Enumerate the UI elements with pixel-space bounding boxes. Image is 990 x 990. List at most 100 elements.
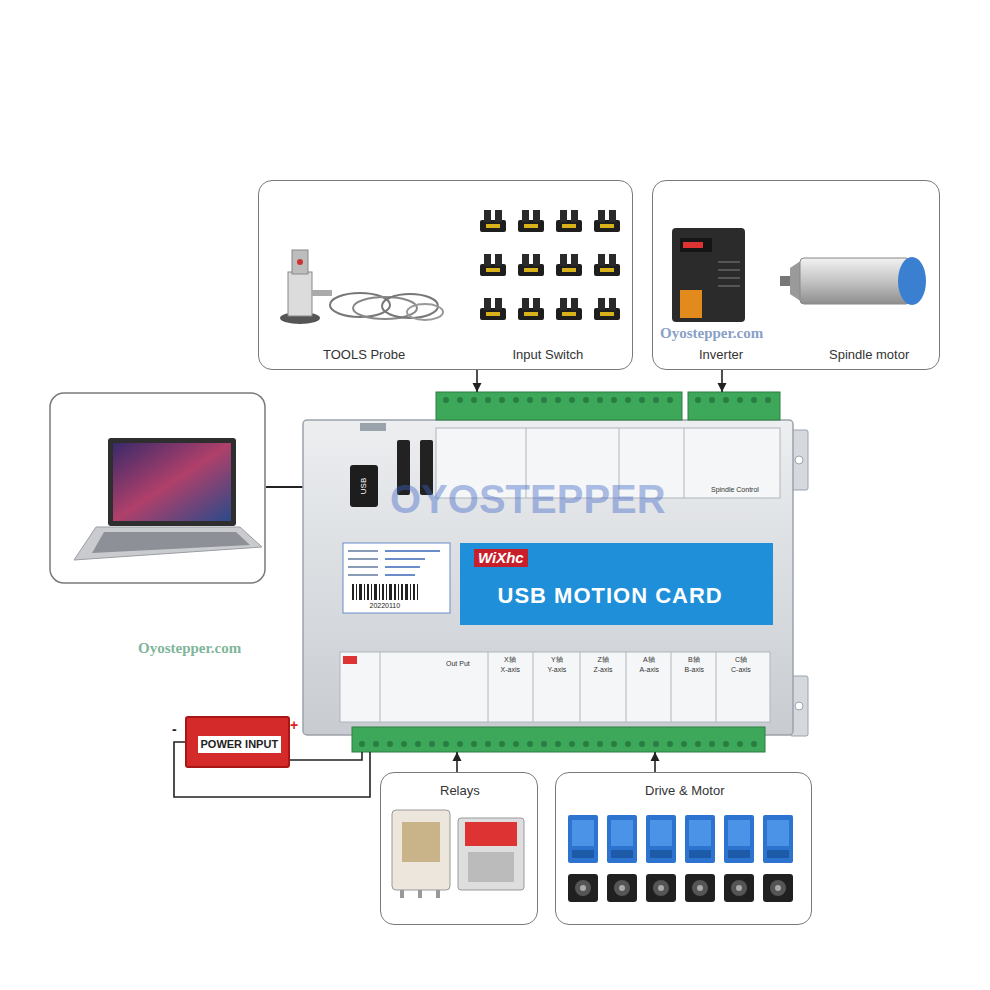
probe-illustration xyxy=(280,250,443,324)
terminal-blocks xyxy=(737,741,743,747)
terminal-blocks xyxy=(541,741,547,747)
motion-card-body xyxy=(580,652,581,722)
driver-illustration xyxy=(568,815,793,902)
peripheral-box: InverterSpindle motor xyxy=(652,180,940,370)
node-text: WiXhc xyxy=(474,549,528,567)
probe-illustration xyxy=(312,290,332,296)
axis-label: Y-axis xyxy=(548,666,567,674)
product-sticker xyxy=(364,584,365,600)
product-sticker xyxy=(348,558,378,560)
relay-illustration xyxy=(400,890,404,898)
spindle-illustration xyxy=(780,257,926,305)
terminal-blocks xyxy=(751,741,757,747)
node-text: POWER INPUT xyxy=(198,736,282,753)
product-sticker xyxy=(410,584,411,600)
terminal-blocks xyxy=(667,741,673,747)
axis-label: A-axis xyxy=(640,666,659,674)
terminal-blocks xyxy=(527,397,533,403)
terminal-label: Spindle Control xyxy=(711,486,759,494)
product-sticker xyxy=(385,566,420,568)
terminal-blocks xyxy=(709,397,715,403)
node-text: USB MOTION CARD xyxy=(498,583,723,609)
input-switches xyxy=(594,298,620,320)
driver-illustration xyxy=(724,815,754,863)
motion-card-body xyxy=(671,652,672,722)
input-switches xyxy=(480,210,620,320)
inverter-illustration xyxy=(718,277,740,279)
product-sticker xyxy=(386,584,387,600)
terminal-blocks xyxy=(639,741,645,747)
product-sticker xyxy=(385,558,425,560)
motion-card-body xyxy=(343,656,357,664)
node-text: Inverter xyxy=(699,347,743,363)
product-sticker xyxy=(374,584,377,600)
motion-card-body xyxy=(533,652,534,722)
terminal-blocks xyxy=(485,741,491,747)
relay-illustration xyxy=(436,890,440,898)
motion-card-body xyxy=(303,420,808,736)
input-switches xyxy=(556,298,582,320)
polarity-mark: + xyxy=(290,717,298,733)
terminal-label: Out Put xyxy=(446,660,470,668)
input-switches xyxy=(480,210,506,232)
relay-illustration xyxy=(465,822,517,846)
inverter-illustration xyxy=(672,228,745,322)
axis-label: Z轴 xyxy=(598,656,609,664)
watermark: Oyostepper.com xyxy=(138,640,241,657)
terminal-blocks xyxy=(569,741,575,747)
motion-card-body xyxy=(340,652,770,722)
product-sticker xyxy=(348,550,378,552)
relay-illustration xyxy=(468,852,514,882)
laptop-panel xyxy=(92,532,250,553)
input-switches xyxy=(556,210,582,232)
product-sticker xyxy=(352,584,354,600)
terminal-blocks xyxy=(387,741,393,747)
product-sticker xyxy=(385,574,415,576)
node-text: TOOLS Probe xyxy=(323,347,405,363)
terminal-blocks xyxy=(471,397,477,403)
peripheral-box: Drive & Motor xyxy=(555,772,812,925)
laptop-panel xyxy=(50,393,265,583)
power-input-box: POWER INPUT xyxy=(185,716,290,768)
terminal-blocks xyxy=(569,397,575,403)
terminal-blocks xyxy=(541,397,547,403)
terminal-blocks xyxy=(471,741,477,747)
terminal-blocks xyxy=(583,397,589,403)
terminal-blocks xyxy=(499,741,505,747)
driver-illustration xyxy=(607,874,637,902)
product-sticker xyxy=(367,584,369,600)
connector xyxy=(453,752,462,772)
terminal-blocks xyxy=(737,397,743,403)
connector-line xyxy=(290,752,362,760)
laptop-panel xyxy=(113,443,231,521)
input-switches xyxy=(594,254,620,276)
spindle-illustration xyxy=(898,257,926,305)
arrow-head xyxy=(718,383,727,392)
terminal-blocks xyxy=(555,741,561,747)
probe-illustration xyxy=(297,259,303,265)
driver-illustration xyxy=(763,815,793,863)
motion-card-body xyxy=(716,652,717,722)
terminal-blocks xyxy=(527,741,533,747)
product-sticker xyxy=(343,543,450,613)
relay-illustration xyxy=(392,810,524,898)
motion-card-body xyxy=(626,652,627,722)
motion-card-body xyxy=(795,456,803,464)
node-text: USB xyxy=(359,478,369,494)
terminal-blocks xyxy=(681,741,687,747)
axis-label: A轴 xyxy=(643,656,655,664)
product-sticker xyxy=(352,584,418,600)
terminal-blocks xyxy=(653,397,659,403)
terminal-blocks xyxy=(373,741,379,747)
product-sticker xyxy=(405,584,408,600)
axis-label: B-axis xyxy=(685,666,704,674)
terminal-blocks xyxy=(688,392,780,420)
motion-card-body xyxy=(795,702,803,710)
terminal-blocks xyxy=(625,397,631,403)
arrow-head xyxy=(473,383,482,392)
motion-card-body xyxy=(380,652,381,722)
peripheral-box: TOOLS ProbeInput Switch xyxy=(258,180,633,370)
terminal-blocks xyxy=(695,397,701,403)
input-switches xyxy=(480,298,506,320)
terminal-blocks xyxy=(611,741,617,747)
